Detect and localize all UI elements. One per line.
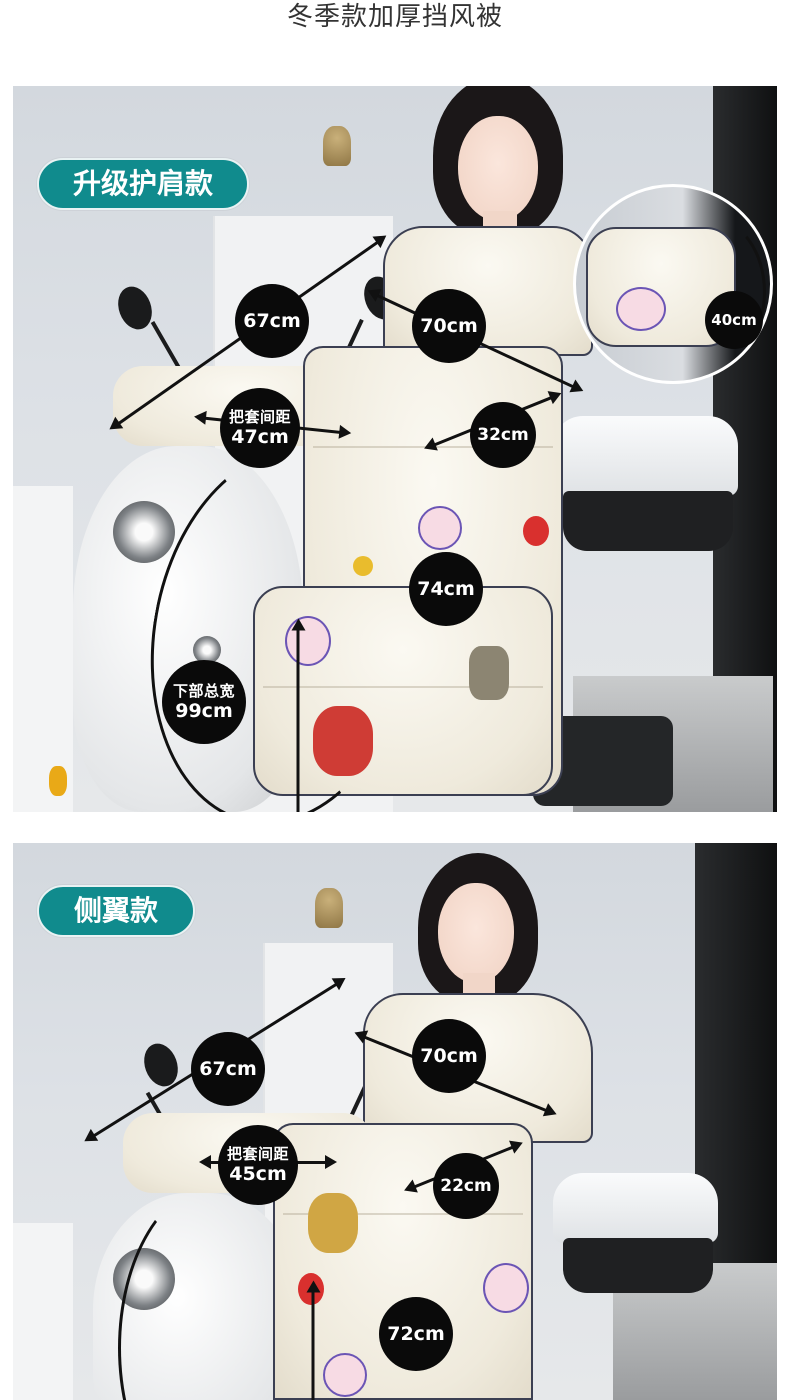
model-tag-badge: 侧翼款	[37, 885, 195, 937]
wall-bell-icon	[315, 888, 343, 928]
dimension-value: 72cm	[387, 1323, 445, 1345]
dimension-badge-height: 74cm	[409, 552, 483, 626]
left-mirror	[112, 281, 158, 335]
woman-face	[438, 883, 514, 983]
lemon-print	[353, 556, 373, 576]
scooter-reflector	[49, 766, 67, 796]
product-photo-upgraded-shoulder: 升级护肩款 67cm 70cm 把套间距 47cm 32cm 74cm 下部总宽…	[13, 86, 777, 812]
dimension-badge-depth: 22cm	[433, 1153, 499, 1219]
bunny-print	[323, 1353, 367, 1397]
dimension-value: 47cm	[231, 426, 289, 448]
dimension-value: 67cm	[243, 310, 301, 332]
smile-patch-print	[469, 646, 509, 700]
sweet-patch-print	[313, 706, 373, 776]
scooter-headlight	[113, 501, 175, 563]
dimension-value: 45cm	[229, 1163, 287, 1185]
dimension-value: 74cm	[417, 578, 475, 600]
dimension-value: 40cm	[711, 311, 757, 329]
dimension-badge-bottom: 下部总宽 99cm	[162, 660, 246, 744]
bunny-print	[418, 506, 462, 550]
wall-bell-icon	[323, 126, 351, 166]
dimension-label: 下部总宽	[172, 682, 235, 700]
dimension-label: 把套间距	[226, 1145, 289, 1163]
dimension-badge-depth: 32cm	[470, 402, 536, 468]
product-photo-side-wing: 侧翼款 67cm 70cm 把套间距 45cm 22cm 72cm	[13, 843, 777, 1400]
dimension-value: 70cm	[420, 315, 478, 337]
top-box-lid	[553, 416, 738, 496]
wall-pillar	[13, 1223, 73, 1400]
dimension-badge-shoulder-inset: 40cm	[705, 291, 763, 349]
wall-pillar	[13, 486, 73, 812]
dimension-value: 32cm	[477, 425, 529, 445]
top-box-base	[563, 1238, 713, 1293]
dimension-value: 70cm	[420, 1045, 478, 1067]
bunny-print	[483, 1263, 529, 1313]
dimension-badge-width: 67cm	[235, 284, 309, 358]
dimension-badge-shoulder: 70cm	[412, 1019, 486, 1093]
dimension-badge-shoulder: 70cm	[412, 289, 486, 363]
dimension-badge-height: 72cm	[379, 1297, 453, 1371]
shoulder-detail-inset	[573, 184, 773, 384]
page-title: 冬季款加厚挡风被	[286, 2, 503, 32]
dimension-value: 22cm	[440, 1176, 492, 1196]
dimension-badge-handlebar: 把套间距 47cm	[220, 388, 300, 468]
dimension-badge-width: 67cm	[191, 1032, 265, 1106]
dimension-value: 99cm	[175, 700, 233, 722]
strawberry-print	[523, 516, 549, 546]
woman-face	[458, 116, 538, 221]
inset-measure-arc	[656, 217, 766, 367]
top-box-lid	[553, 1173, 718, 1243]
dimension-badge-handlebar: 把套间距 45cm	[218, 1125, 298, 1205]
top-box-base	[563, 491, 733, 551]
dimension-value: 67cm	[199, 1058, 257, 1080]
dimension-label: 把套间距	[228, 408, 291, 426]
model-tag-badge: 升级护肩款	[37, 158, 249, 210]
scooter-indicator	[193, 636, 221, 664]
love-patch-print	[308, 1193, 358, 1253]
